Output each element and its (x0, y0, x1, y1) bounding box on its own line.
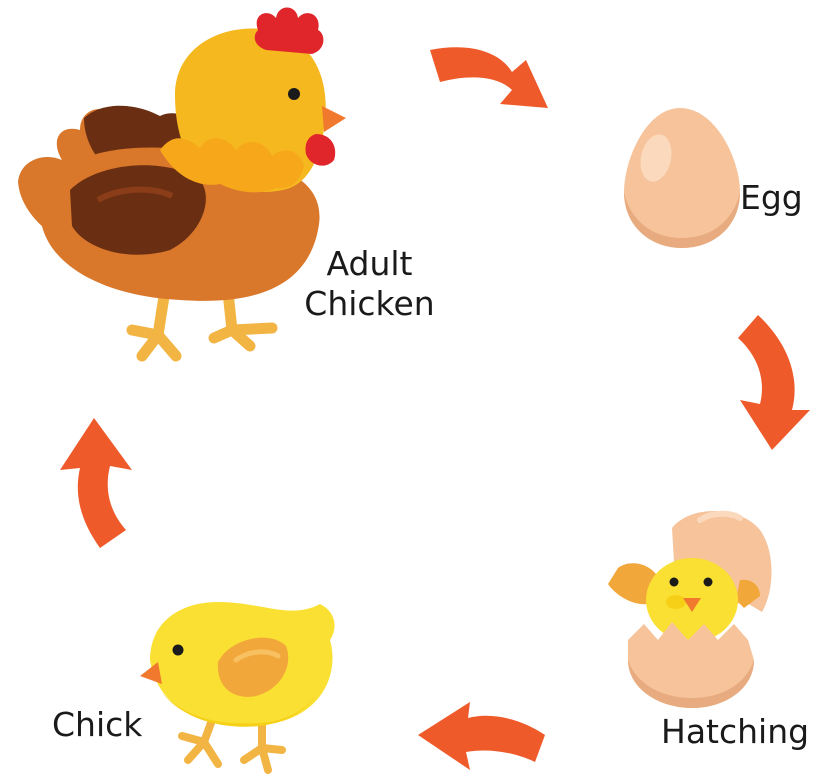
chick-icon (140, 602, 335, 770)
hen-icon (18, 8, 346, 357)
hatching-label: Hatching (661, 712, 809, 752)
adult-label-line1: Adult (302, 244, 437, 284)
arrow-hatching-to-chick-icon (418, 702, 545, 770)
chick-label: Chick (52, 705, 142, 745)
adult-label-line2: Chicken (302, 284, 437, 324)
hatching-chick-icon (608, 511, 772, 708)
adult-chicken-label: Adult Chicken (302, 244, 437, 323)
egg-label: Egg (740, 178, 803, 218)
arrow-egg-to-hatching-icon (738, 315, 810, 450)
arrow-adult-to-egg-icon (430, 47, 548, 108)
arrow-chick-to-adult-icon (60, 418, 132, 548)
egg-icon (624, 108, 740, 248)
